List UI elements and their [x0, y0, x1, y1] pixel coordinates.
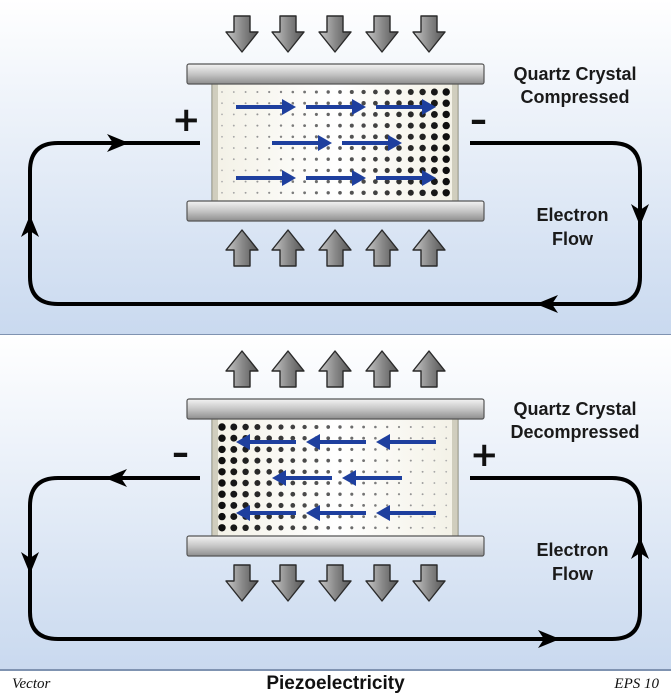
force-arrow	[225, 15, 259, 53]
force-arrow	[412, 15, 446, 53]
quartz-crystal	[211, 417, 459, 537]
panel-1	[0, 0, 671, 335]
wire-direction-arrow	[538, 630, 560, 648]
panel-1-title-line1: Quartz Crystal	[513, 64, 637, 84]
crystal-edge-shade	[452, 418, 458, 536]
top-pressure-plate	[186, 398, 485, 420]
wire-direction-arrow	[21, 552, 39, 574]
charge-shift-arrowhead	[282, 170, 296, 186]
force-arrow	[271, 350, 305, 388]
charge-shift-arrowhead	[352, 170, 366, 186]
footer-title: Piezoelectricity	[266, 673, 405, 694]
wire-direction-arrow	[536, 295, 558, 313]
wire-direction-arrow	[631, 204, 649, 226]
panel-2-title-line2: Decompressed	[510, 422, 640, 442]
panel-2-left-sign: –	[172, 433, 189, 473]
force-arrow	[318, 350, 352, 388]
panel-1-left-sign: +	[172, 100, 201, 140]
force-arrow	[365, 229, 399, 267]
force-arrow	[365, 564, 399, 602]
footer-strip	[0, 670, 671, 700]
crystal-edge-shade	[212, 418, 218, 536]
force-arrow	[271, 229, 305, 267]
force-arrow	[412, 350, 446, 388]
panel-2-title: Quartz Crystal Decompressed	[500, 398, 650, 444]
force-arrow	[225, 229, 259, 267]
charge-shift-arrowhead	[422, 170, 436, 186]
bottom-pressure-plate	[186, 535, 485, 557]
charge-shift-arrowhead	[422, 99, 436, 115]
charge-shift-arrowhead	[272, 470, 286, 486]
panel-1-flow-line2: Flow	[552, 229, 593, 249]
wire-direction-arrow	[631, 537, 649, 559]
charge-shift-arrowhead	[306, 434, 320, 450]
crystal-edge-shade	[452, 83, 458, 201]
bottom-pressure-plate	[186, 200, 485, 222]
charge-shift-arrowhead	[342, 470, 356, 486]
crystal-edge-shade	[212, 83, 218, 201]
charge-shift-arrowhead	[376, 505, 390, 521]
force-arrow	[412, 229, 446, 267]
charge-shift-arrowhead	[318, 135, 332, 151]
force-arrow	[318, 15, 352, 53]
force-arrow	[225, 564, 259, 602]
charge-shift-arrowhead	[306, 505, 320, 521]
charge-shift-arrowhead	[376, 434, 390, 450]
panel-2-title-line1: Quartz Crystal	[513, 399, 637, 419]
wire-direction-arrow	[105, 469, 127, 487]
panel-2-flow-label: Electron Flow	[525, 538, 620, 586]
force-arrow	[412, 564, 446, 602]
force-arrow	[271, 564, 305, 602]
charge-shift-arrowhead	[236, 434, 250, 450]
panel-1-flow-line1: Electron	[536, 205, 609, 225]
panel-1-title: Quartz Crystal Compressed	[500, 63, 650, 109]
circuit-wire	[28, 476, 642, 641]
force-arrow	[365, 350, 399, 388]
footer-left-text: Vector	[12, 676, 51, 692]
force-arrow	[318, 229, 352, 267]
panel-2	[0, 335, 671, 670]
panel-1-right-sign: –	[470, 100, 487, 140]
force-arrow	[271, 15, 305, 53]
panel-2-flow-line1: Electron	[536, 540, 609, 560]
panel-2-right-sign: +	[470, 435, 499, 475]
panel-1-flow-label: Electron Flow	[525, 203, 620, 251]
force-arrow	[318, 564, 352, 602]
charge-shift-arrowhead	[236, 505, 250, 521]
panel-1-title-line2: Compressed	[520, 87, 630, 107]
footer-right-text: EPS 10	[614, 676, 659, 692]
charge-shift-arrowhead	[388, 135, 402, 151]
wire-direction-arrow	[21, 215, 39, 237]
wire-direction-arrow	[107, 134, 129, 152]
charge-shift-arrowhead	[352, 99, 366, 115]
top-pressure-plate	[186, 63, 485, 85]
force-arrow	[365, 15, 399, 53]
panel-2-flow-line2: Flow	[552, 564, 593, 584]
force-arrow	[225, 350, 259, 388]
charge-shift-arrowhead	[282, 99, 296, 115]
circuit-wire	[28, 141, 642, 306]
